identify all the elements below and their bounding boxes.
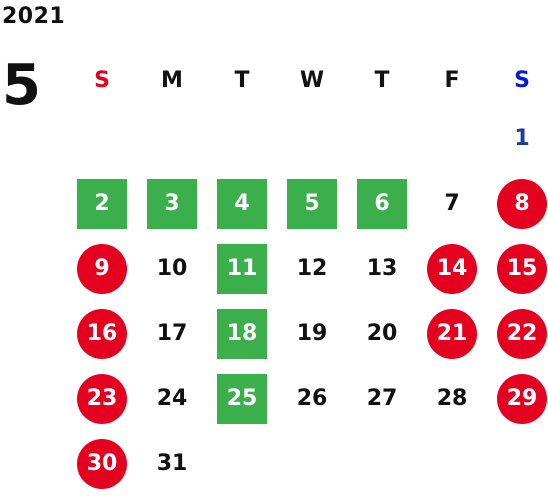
dayoff-date: 8: [497, 178, 547, 229]
dayoff-date: 9: [77, 243, 127, 294]
day-cell: [417, 431, 487, 496]
day-cell: 18: [207, 301, 277, 366]
year-label: 2021: [2, 4, 66, 29]
day-cell: 30: [67, 431, 137, 496]
day-cell: 8: [487, 171, 548, 236]
calendar-date: 20: [366, 321, 398, 346]
weekday-sun: S: [94, 67, 110, 93]
day-cell: 13: [347, 236, 417, 301]
holiday-date: 25: [217, 373, 267, 424]
calendar-date: 31: [156, 451, 188, 476]
month-number: 5: [2, 53, 41, 118]
calendar-date: 28: [436, 386, 468, 411]
day-cell: 26: [277, 366, 347, 431]
day-cell: 11: [207, 236, 277, 301]
holiday-date: 4: [217, 178, 267, 229]
day-cell: 12: [277, 236, 347, 301]
day-cell: 25: [207, 366, 277, 431]
day-cell: 27: [347, 366, 417, 431]
day-cell: [347, 106, 417, 171]
day-cell: 31: [137, 431, 207, 496]
day-cell: 19: [277, 301, 347, 366]
dayoff-date: 30: [77, 438, 127, 489]
day-cell: 6: [347, 171, 417, 236]
day-cell: 28: [417, 366, 487, 431]
week-row: 1: [67, 106, 548, 171]
day-cell: 7: [417, 171, 487, 236]
holiday-date: 3: [147, 178, 197, 229]
holiday-date: 18: [217, 308, 267, 359]
dayoff-date: 14: [427, 243, 477, 294]
weekday-sat: S: [514, 67, 530, 93]
calendar-date: 7: [444, 191, 460, 216]
dayoff-date: 16: [77, 308, 127, 359]
dayoff-date: 15: [497, 243, 547, 294]
calendar-date: 17: [156, 321, 188, 346]
calendar-date: 10: [156, 256, 188, 281]
week-row: 9 10 11 12 13 14 15: [67, 236, 548, 301]
day-cell: 21: [417, 301, 487, 366]
day-cell: 24: [137, 366, 207, 431]
holiday-date: 11: [217, 243, 267, 294]
weekday-fri: F: [444, 67, 460, 93]
calendar-date: 19: [296, 321, 328, 346]
weekday-wed: W: [299, 67, 325, 93]
day-cell: 29: [487, 366, 548, 431]
day-cell: 16: [67, 301, 137, 366]
day-cell: [487, 431, 548, 496]
day-cell: 4: [207, 171, 277, 236]
dayoff-date: 22: [497, 308, 547, 359]
day-cell: 23: [67, 366, 137, 431]
day-cell: 3: [137, 171, 207, 236]
week-row: 23 24 25 26 27 28 29: [67, 366, 548, 431]
day-cell: [417, 106, 487, 171]
day-cell: [277, 431, 347, 496]
day-cell: 9: [67, 236, 137, 301]
weekday-thu: T: [374, 67, 390, 93]
weekday-tue: T: [234, 67, 250, 93]
dayoff-date: 23: [77, 373, 127, 424]
holiday-date: 6: [357, 178, 407, 229]
day-cell: [137, 106, 207, 171]
day-cell: [67, 106, 137, 171]
day-cell: 15: [487, 236, 548, 301]
day-cell: 5: [277, 171, 347, 236]
calendar-date: 27: [366, 386, 398, 411]
day-cell: [207, 106, 277, 171]
day-cell: [277, 106, 347, 171]
day-cell: 14: [417, 236, 487, 301]
week-row: 30 31: [67, 431, 548, 496]
holiday-date: 5: [287, 178, 337, 229]
calendar-date: 24: [156, 386, 188, 411]
day-cell: 17: [137, 301, 207, 366]
day-cell: 20: [347, 301, 417, 366]
day-cell: [347, 431, 417, 496]
week-row: 16 17 18 19 20 21 22: [67, 301, 548, 366]
day-cell: 1: [487, 106, 548, 171]
day-cell: 2: [67, 171, 137, 236]
holiday-date: 2: [77, 178, 127, 229]
dayoff-date: 29: [497, 373, 547, 424]
weekday-mon: M: [161, 67, 183, 93]
day-cell: 22: [487, 301, 548, 366]
calendar-date: 12: [296, 256, 328, 281]
day-cell: [207, 431, 277, 496]
calendar-date: 13: [366, 256, 398, 281]
weekday-header-row: S M T W T F S: [67, 54, 548, 106]
calendar-date: 26: [296, 386, 328, 411]
dayoff-date: 21: [427, 308, 477, 359]
calendar-date: 1: [514, 126, 530, 151]
day-cell: 10: [137, 236, 207, 301]
